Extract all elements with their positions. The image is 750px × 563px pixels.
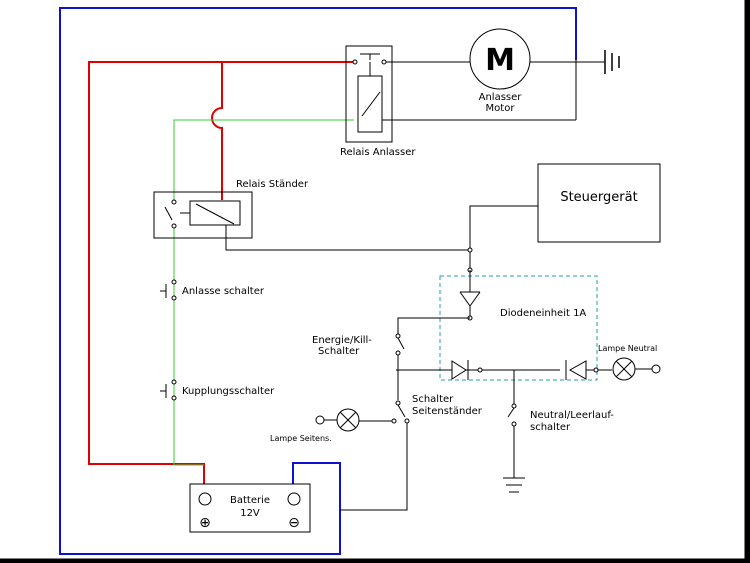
- neutral-switch: [503, 370, 525, 493]
- neutral-lamp-label: Lampe Neutral: [598, 344, 657, 353]
- diode-horizontal-right: [565, 360, 612, 380]
- neutral-switch-label-line2: schalter: [530, 422, 571, 433]
- diode-horizontal-left: [451, 360, 483, 380]
- stand-relay-label: Relais Ständer: [236, 179, 309, 190]
- ground-symbol-top: [604, 50, 620, 74]
- side-stand-lamp: [315, 408, 360, 432]
- clutch-switch-label: Kupplungsschalter: [182, 386, 275, 397]
- battery-minus-symbol: ⊖: [288, 515, 300, 531]
- motor-symbol: M: [485, 43, 515, 78]
- control-unit: [537, 163, 661, 243]
- diode-to-kill-switch-wire: [397, 317, 470, 334]
- start-switch: [160, 279, 177, 301]
- neutral-lamp: [612, 357, 661, 381]
- side-stand-switch: [340, 400, 410, 511]
- starter-relay: [345, 45, 393, 143]
- motor-label-line1: Anlasser: [479, 92, 523, 103]
- side-stand-switch-label-line2: Seitenständer: [412, 406, 483, 417]
- switch-wire-relay: [173, 119, 354, 200]
- start-switch-label: Anlasse schalter: [182, 286, 265, 297]
- kill-switch: [395, 333, 405, 400]
- junction-dot: [467, 247, 473, 253]
- diode-unit-label: Diodeneinheit 1A: [500, 308, 586, 319]
- clutch-switch: [160, 379, 177, 401]
- stand-relay: [153, 191, 253, 239]
- kill-switch-label-line2: Schalter: [318, 346, 360, 357]
- starter-motor: [469, 28, 531, 90]
- battery-label-line1: Batterie: [230, 495, 270, 506]
- side-stand-switch-label-line1: Schalter: [412, 394, 454, 405]
- switch-wire-chain: [173, 227, 204, 466]
- diode-unit: [439, 275, 598, 381]
- battery-plus-symbol: ⊕: [199, 515, 211, 531]
- neutral-switch-label-line1: Neutral/Leerlauf-: [530, 410, 614, 421]
- positive-wire-relay-stand: [211, 62, 223, 200]
- battery-label-line2: 12V: [240, 508, 260, 519]
- stand-relay-output-wire: [225, 225, 470, 251]
- starter-relay-label: Relais Anlasser: [340, 147, 416, 158]
- side-stand-lamp-label: Lampe Seitens.: [270, 434, 332, 443]
- control-unit-label: Steuergerät: [560, 190, 637, 205]
- kill-switch-label-line1: Energie/Kill-: [312, 335, 372, 346]
- diode-vertical: [459, 270, 481, 321]
- motor-label-line2: Motor: [486, 103, 516, 114]
- battery: [189, 483, 311, 533]
- positive-wire-main: [88, 61, 354, 490]
- negative-wire-loop: [59, 7, 577, 555]
